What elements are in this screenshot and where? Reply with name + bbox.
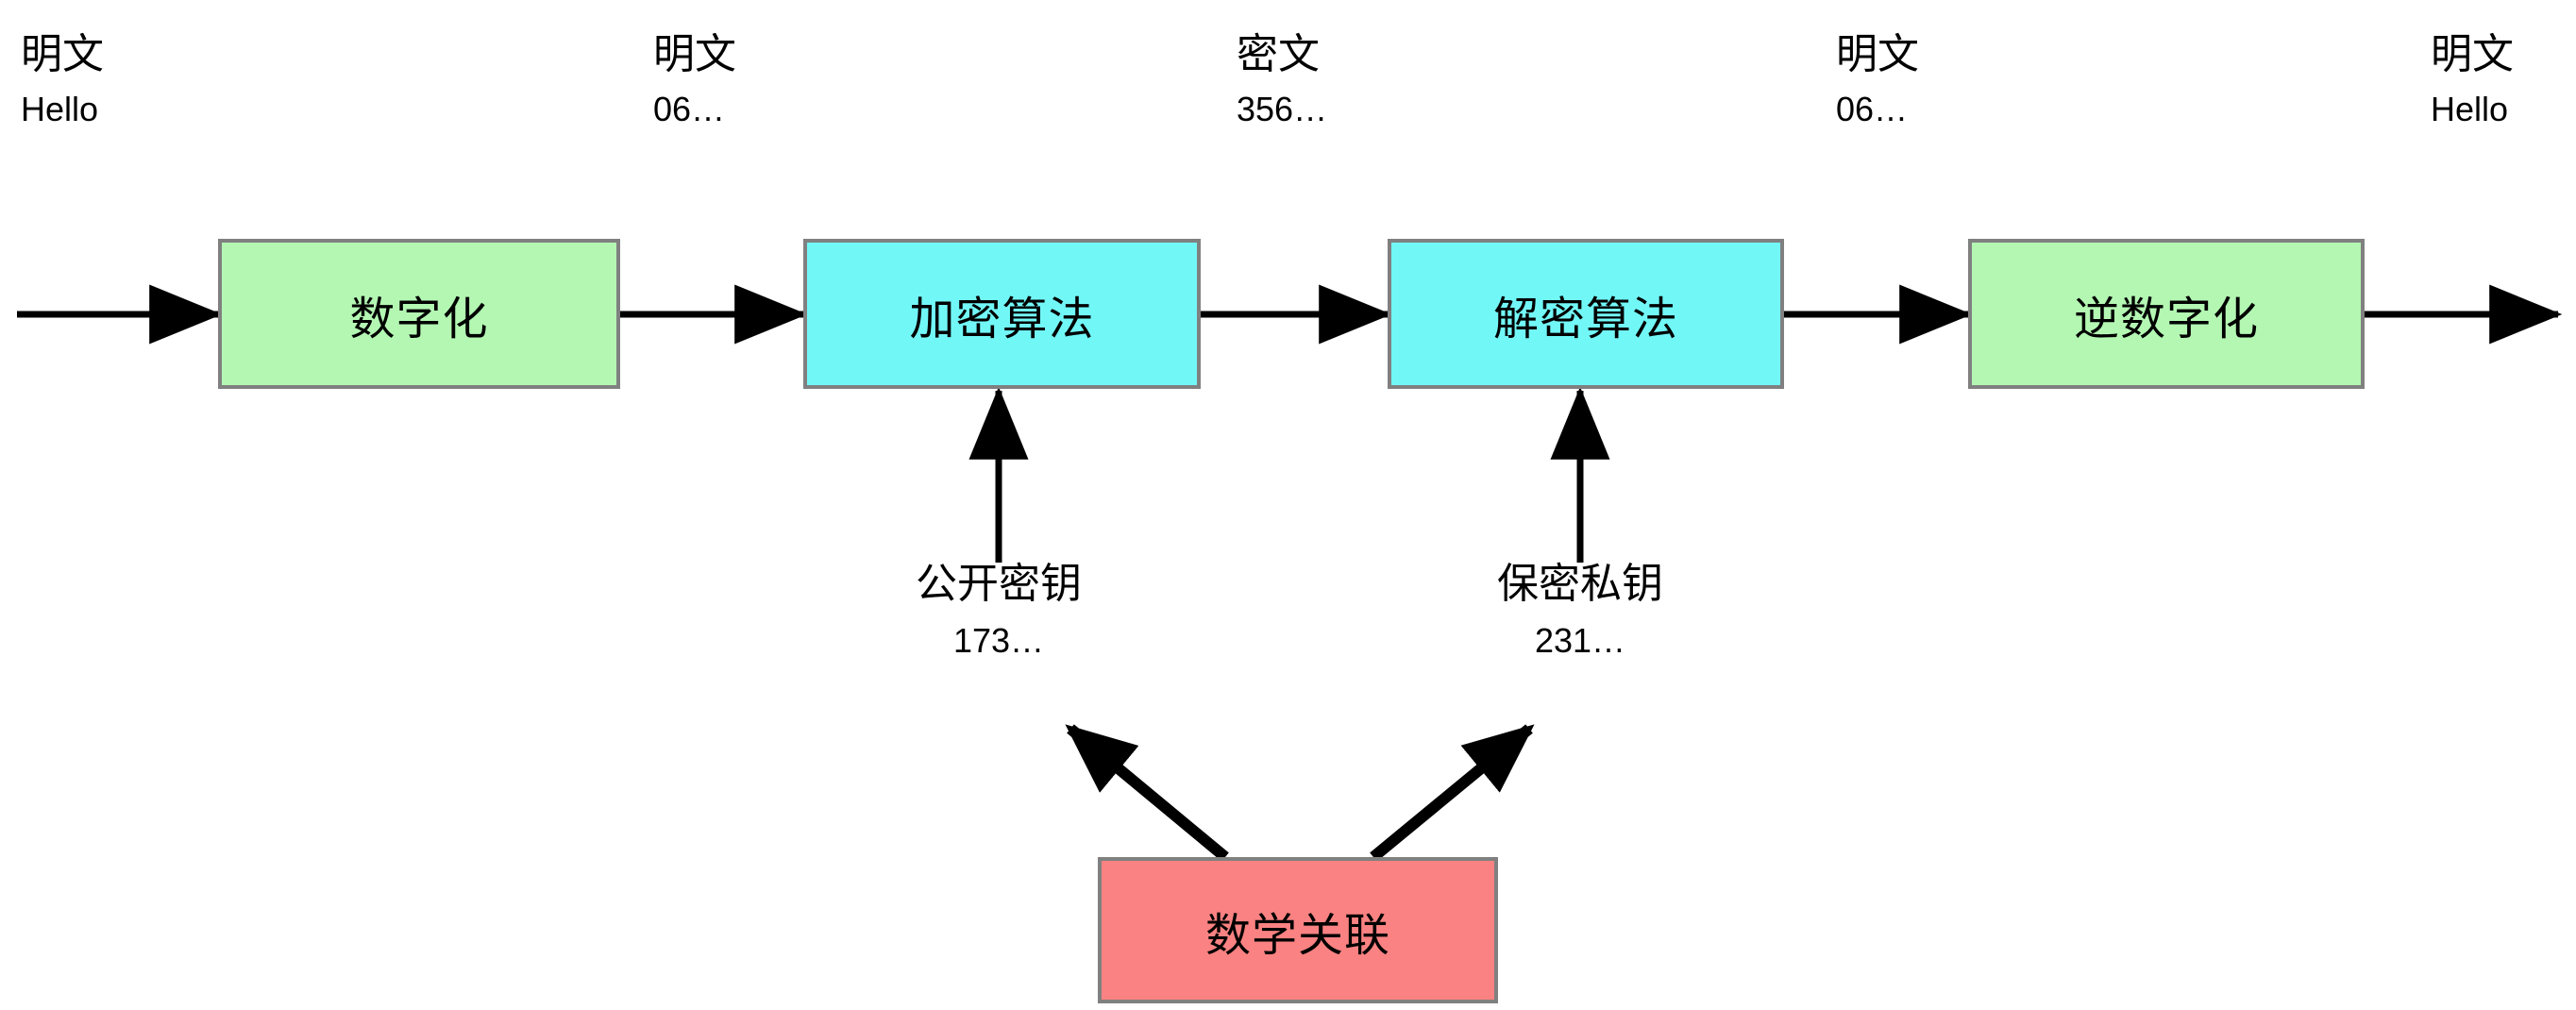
arrow-math-to-private-key — [1370, 724, 1535, 862]
stage-label-plaintext-digits-out: 明文 06… — [1836, 34, 1919, 126]
key-label-public-key: 公开密钥 173… — [810, 564, 1187, 658]
node-box-digitize[interactable]: 数字化 — [218, 239, 620, 389]
node-label: 加密算法 — [909, 294, 1095, 345]
key-label-value: 173… — [952, 621, 1045, 660]
node-box-decrypt[interactable]: 解密算法 — [1388, 239, 1784, 389]
key-label-title: 保密私钥 — [1497, 561, 1663, 607]
key-label-value: 231… — [1534, 621, 1626, 660]
node-box-encrypt[interactable]: 加密算法 — [803, 239, 1201, 389]
stage-label-value: Hello — [21, 90, 99, 128]
stage-label-value: Hello — [2431, 90, 2509, 128]
stage-label-title: 明文 — [21, 31, 104, 77]
stage-label-value: 06… — [1836, 90, 1909, 128]
key-label-title: 公开密钥 — [916, 561, 1082, 607]
stage-label-plaintext-digits: 明文 06… — [653, 34, 736, 126]
stage-label-value: 356… — [1237, 90, 1328, 128]
node-label: 数学关联 — [1204, 910, 1390, 961]
key-to-algorithm-arrows — [968, 386, 1610, 563]
node-label: 逆数字化 — [2073, 294, 2259, 345]
key-label-private-key: 保密私钥 231… — [1391, 564, 1769, 658]
node-label: 数字化 — [349, 294, 489, 345]
stage-label-title: 明文 — [2431, 31, 2514, 77]
stage-label-title: 明文 — [1836, 31, 1919, 77]
node-box-math-relation[interactable]: 数学关联 — [1098, 857, 1498, 1003]
stage-label-title: 密文 — [1237, 31, 1320, 77]
node-label: 解密算法 — [1492, 294, 1678, 345]
stage-label-plaintext-out: 明文 Hello — [2431, 34, 2514, 126]
stage-label-plaintext-in: 明文 Hello — [21, 34, 104, 126]
arrow-math-to-public-key — [1065, 724, 1229, 862]
node-box-inverse-digitize[interactable]: 逆数字化 — [1968, 239, 2365, 389]
stage-label-title: 明文 — [653, 31, 736, 77]
stage-label-ciphertext: 密文 356… — [1237, 34, 1327, 126]
math-relation-arrows — [1065, 724, 1535, 862]
stage-label-value: 06… — [653, 90, 726, 128]
